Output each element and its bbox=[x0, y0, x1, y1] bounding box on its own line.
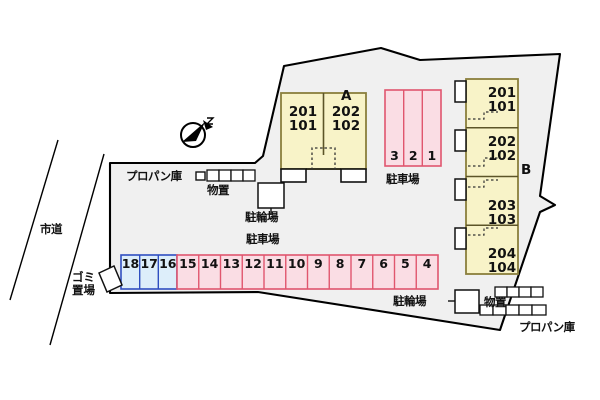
parking-stall-11[interactable]: 11 bbox=[266, 256, 284, 271]
lower-parking-label: 駐車場 bbox=[246, 232, 280, 246]
building-a-unit-2-upper: 202 bbox=[331, 104, 361, 120]
parking-stall-16[interactable]: 16 bbox=[159, 256, 177, 271]
building-b-unit-4-upper: 204 bbox=[487, 246, 517, 262]
parking-stall-5[interactable]: 5 bbox=[401, 256, 410, 271]
parking-stall-3[interactable]: 3 bbox=[390, 148, 399, 163]
parking-stall-2[interactable]: 2 bbox=[408, 148, 418, 163]
building-b-unit-4-lower: 104 bbox=[487, 260, 517, 276]
building-a-unit-1-upper: 201 bbox=[288, 104, 318, 120]
parking-stall-15[interactable]: 15 bbox=[179, 256, 197, 271]
upper-parking-label: 駐車場 bbox=[386, 172, 420, 186]
building-a bbox=[280, 92, 367, 183]
bicycle-parking-bottom-label: 駐輪場 bbox=[393, 294, 427, 308]
upper-parking-lot[interactable] bbox=[384, 89, 442, 167]
parking-stall-8[interactable]: 8 bbox=[335, 256, 345, 271]
building-a-unit-2-lower: 102 bbox=[331, 118, 361, 134]
storage-boxes-bottom bbox=[479, 286, 547, 316]
parking-stall-9[interactable]: 9 bbox=[314, 256, 323, 271]
building-b-unit-1-lower: 101 bbox=[487, 99, 517, 115]
propane-store-top-label: プロパン庫 bbox=[126, 169, 182, 183]
garbage-area-box bbox=[98, 264, 123, 294]
city-road-lines bbox=[9, 139, 105, 346]
parking-stall-18[interactable]: 18 bbox=[121, 256, 140, 271]
bicycle-parking-top-label: 駐輪場 bbox=[245, 210, 279, 224]
propane-store-top-box bbox=[195, 171, 206, 181]
parking-stall-14[interactable]: 14 bbox=[200, 256, 219, 271]
parking-stall-1[interactable]: 1 bbox=[427, 148, 437, 163]
parking-stall-4[interactable]: 4 bbox=[422, 256, 432, 271]
parking-stall-6[interactable]: 6 bbox=[379, 256, 388, 271]
propane-store-bottom-label: プロパン庫 bbox=[519, 320, 575, 334]
garbage-area-label-line2: 置場 bbox=[72, 283, 95, 297]
parking-stall-17[interactable]: 17 bbox=[140, 256, 158, 271]
lower-parking-lot[interactable] bbox=[120, 254, 439, 290]
building-a-letter: A bbox=[341, 88, 352, 104]
garbage-area-label-line1: ゴミ bbox=[72, 270, 95, 284]
building-b-letter: B bbox=[521, 162, 532, 178]
building-b-unit-1-upper: 201 bbox=[487, 85, 517, 101]
building-b bbox=[454, 78, 519, 275]
city-road-label: 市道 bbox=[40, 222, 63, 236]
storage-boxes-top bbox=[206, 169, 256, 182]
building-b-unit-3-upper: 203 bbox=[487, 198, 517, 214]
building-b-unit-2-lower: 102 bbox=[487, 148, 517, 164]
bicycle-parking-bottom-box bbox=[448, 289, 480, 314]
building-a-unit-1-lower: 101 bbox=[288, 118, 318, 134]
parking-stall-12[interactable]: 12 bbox=[244, 256, 262, 271]
building-b-unit-3-lower: 103 bbox=[487, 212, 517, 228]
parking-stall-10[interactable]: 10 bbox=[287, 256, 306, 271]
north-arrow-icon bbox=[180, 117, 215, 148]
parking-stall-7[interactable]: 7 bbox=[357, 256, 367, 271]
bicycle-parking-top-box bbox=[257, 182, 285, 215]
storage-top-label: 物置 bbox=[207, 183, 230, 197]
building-b-unit-2-upper: 202 bbox=[487, 134, 517, 150]
storage-bottom-label: 物置 bbox=[484, 295, 507, 309]
parking-stall-13[interactable]: 13 bbox=[222, 256, 241, 271]
